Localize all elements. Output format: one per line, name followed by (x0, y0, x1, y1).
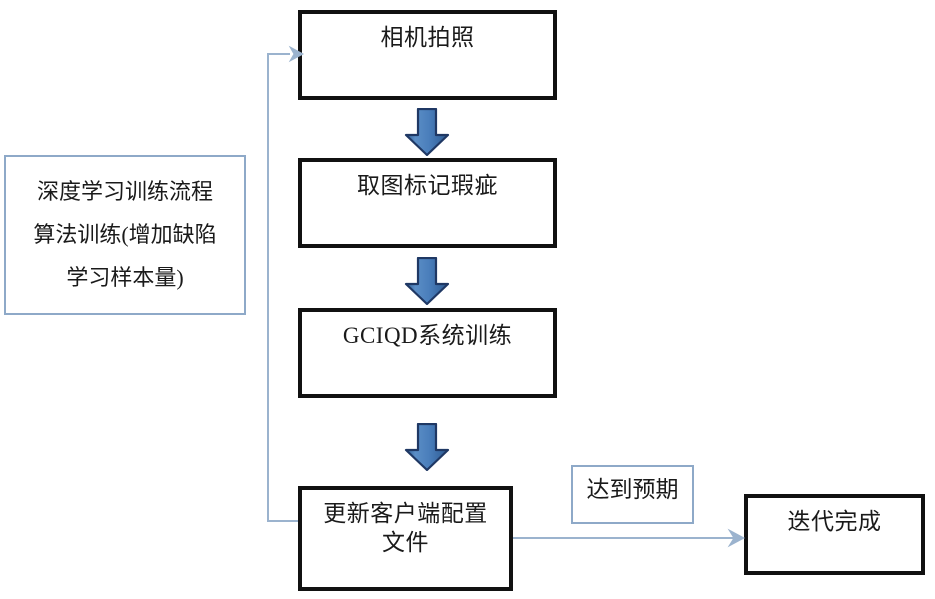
block-arrow-down-2 (404, 256, 450, 306)
process-box-iteration-complete[interactable]: 迭代完成 (744, 494, 925, 575)
process-box-mark-defects[interactable]: 取图标记瑕疵 (298, 158, 557, 248)
note-box-training-process-label: 深度学习训练流程 算法训练(增加缺陷 学习样本量) (33, 179, 217, 290)
process-box-mark-defects-label: 取图标记瑕疵 (357, 173, 498, 198)
process-box-update-client-config[interactable]: 更新客户端配置 文件 (298, 486, 513, 591)
process-box-gciqd-system-training-label: GCIQD系统训练 (342, 323, 513, 348)
note-box-meets-expectation-label: 达到预期 (586, 477, 679, 502)
process-box-update-client-config-label: 更新客户端配置 文件 (323, 501, 488, 556)
block-arrow-down-3 (404, 422, 450, 472)
block-arrow-down-1 (404, 107, 450, 157)
note-box-training-process: 深度学习训练流程 算法训练(增加缺陷 学习样本量) (4, 155, 246, 315)
process-box-camera-capture[interactable]: 相机拍照 (298, 10, 557, 100)
note-box-meets-expectation: 达到预期 (571, 465, 694, 524)
process-box-gciqd-system-training[interactable]: GCIQD系统训练 (298, 308, 557, 398)
process-box-camera-capture-label: 相机拍照 (380, 25, 475, 50)
process-box-iteration-complete-label: 迭代完成 (787, 509, 882, 534)
